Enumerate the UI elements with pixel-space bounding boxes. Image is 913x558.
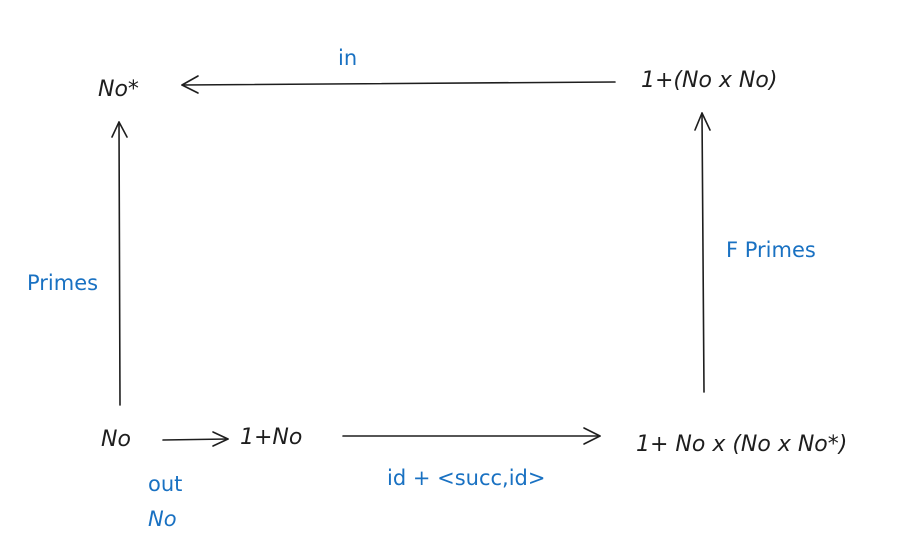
- label-in: in: [338, 46, 358, 70]
- node-bottom-middle: 1+No: [240, 425, 303, 450]
- label-primes: Primes: [27, 271, 99, 295]
- label-f-primes: F Primes: [726, 238, 816, 262]
- arrow-f-primes: [694, 112, 711, 393]
- node-bottom-left: No: [101, 427, 131, 452]
- arrow-id-succ: [342, 427, 601, 445]
- arrow-primes: [111, 121, 128, 406]
- arrow-in: [181, 75, 616, 94]
- node-bottom-right: 1+ No x (No x No*): [636, 432, 848, 457]
- label-id-succ: id + <succ,id>: [387, 466, 546, 490]
- node-top-right: 1+(No x No): [641, 68, 778, 93]
- label-out-line1: out: [148, 472, 183, 496]
- arrow-out: [162, 431, 229, 447]
- node-top-left: No*: [98, 77, 139, 102]
- label-out-line2: No: [148, 507, 177, 531]
